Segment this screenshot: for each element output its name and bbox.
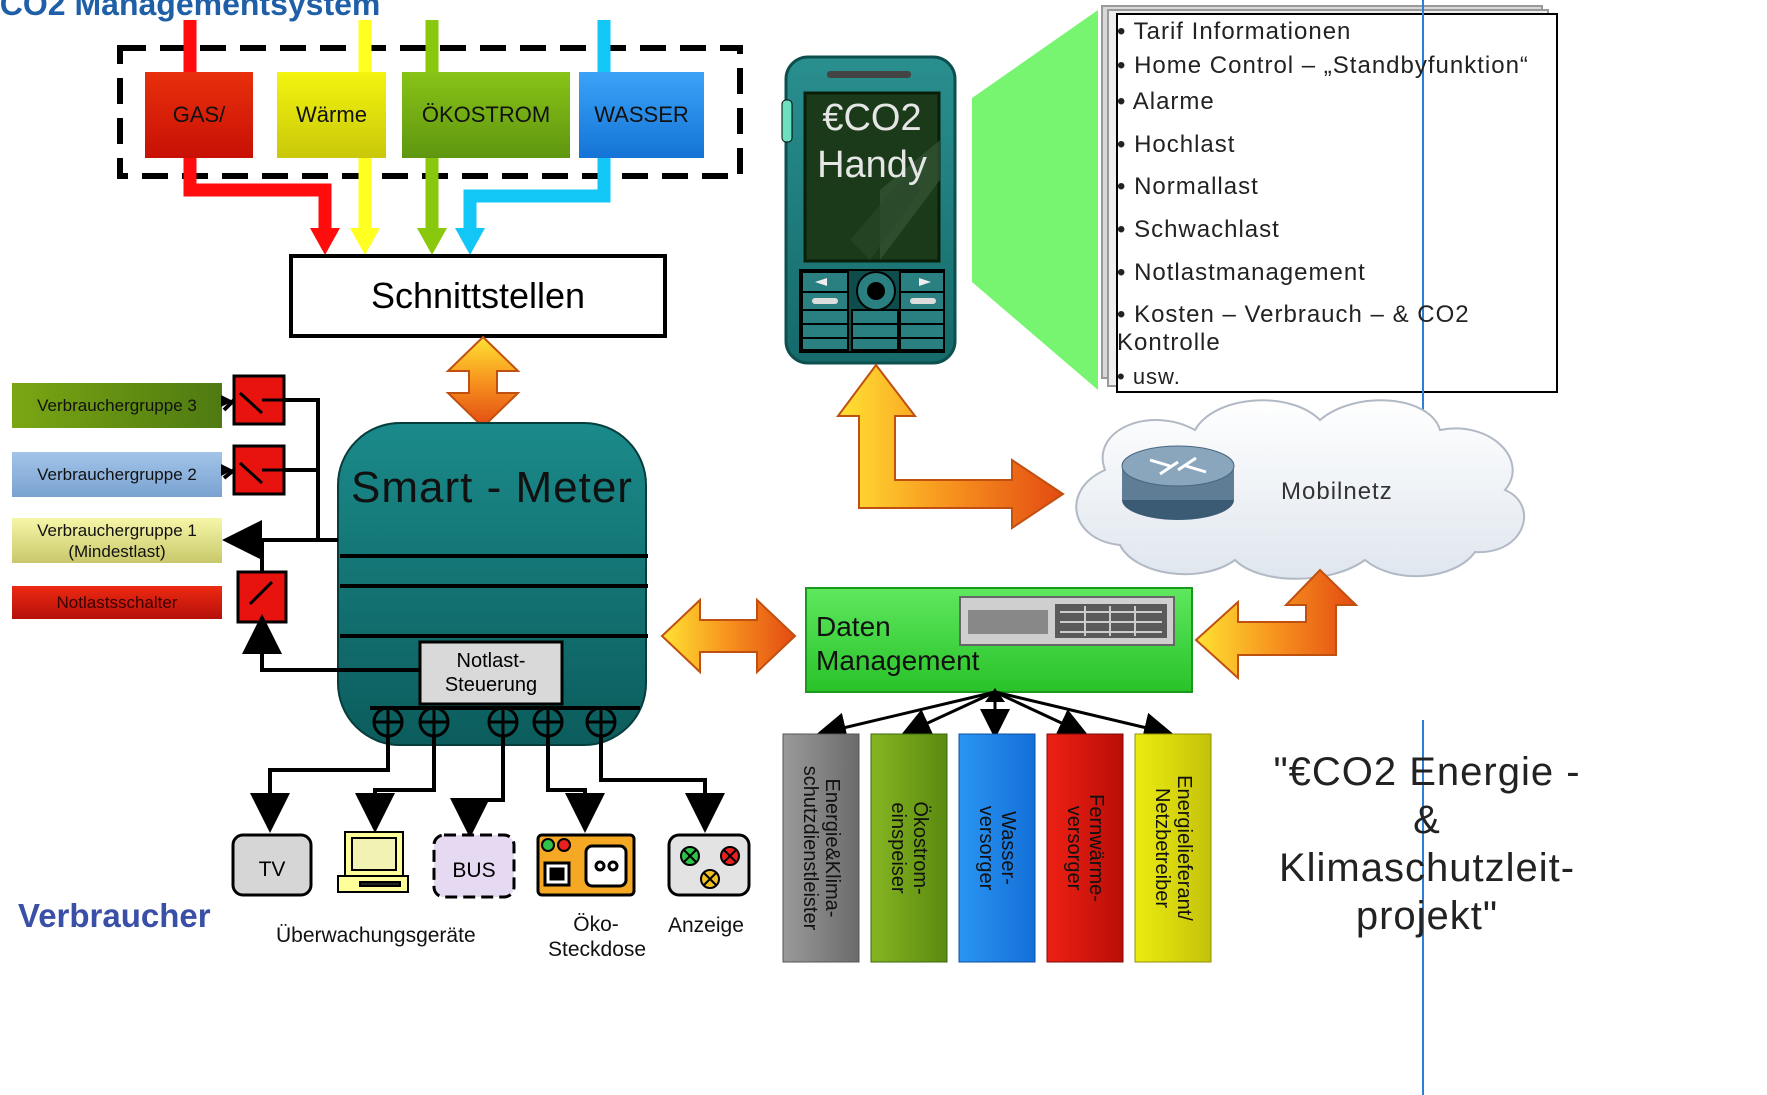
- eco-socket-device: [536, 833, 636, 897]
- consumer-group-3: Verbrauchergruppe 3: [37, 396, 197, 415]
- provider-3-label: Wasser- versorger: [975, 805, 1019, 891]
- switch-2: [232, 444, 286, 496]
- group-2-bar: [12, 452, 222, 497]
- provider-water: Wasser- versorger: [959, 734, 1035, 962]
- info-item-high-load: • Hochlast: [1117, 131, 1236, 158]
- heat-box: [277, 72, 386, 158]
- provider-box-5: [1134, 733, 1212, 963]
- provider-4-label: Fernwärme- versorger: [1063, 794, 1107, 902]
- provider-district-heating: Fernwärme- versorger: [1047, 734, 1123, 962]
- consumers-label: Verbraucher: [18, 897, 211, 934]
- mobile-network-label: Mobilnetz: [1281, 478, 1393, 505]
- provider-energy-supplier: Energielieferant/ Netzbetreiber: [1135, 734, 1211, 962]
- emergency-control-label: Notlast- Steuerung: [444, 650, 538, 696]
- page-title: €CO2 Managementsystem: [0, 0, 381, 22]
- eco-power-label: ÖKOSTROM: [421, 102, 551, 127]
- tv-device: [231, 833, 313, 897]
- consumer-group-2: Verbrauchergruppe 2: [37, 465, 197, 484]
- smart-meter-label: Smart - Meter: [351, 463, 633, 512]
- gas-label: GAS/: [172, 102, 226, 127]
- provider-box-3: [958, 733, 1036, 963]
- info-item-low-load: • Schwachlast: [1117, 216, 1280, 243]
- phone-device: [781, 55, 957, 365]
- data-management-label: Daten Management: [816, 611, 980, 676]
- provider-5-label: Energielieferant/ Netzbetreiber: [1151, 775, 1195, 921]
- display-device: [667, 833, 751, 897]
- monitoring-devices-label: Überwachungsgeräte: [276, 924, 476, 947]
- info-panel: [1116, 13, 1558, 393]
- info-item-home-control: • Home Control – „Standbyfunktion“: [1117, 52, 1529, 79]
- provider-eco-feeder: Ökostrom- einspeiser: [871, 734, 947, 962]
- group-3-bar: [12, 383, 222, 428]
- info-item-normal-load: • Normallast: [1117, 173, 1259, 200]
- switch-3: [232, 374, 286, 426]
- info-item-tariff: • Tarif Informationen: [1117, 18, 1352, 45]
- emergency-switch-bar: [12, 586, 222, 619]
- project-label: "€CO2 Energie - & Klimaschutzleit- proje…: [1273, 750, 1581, 938]
- group-1-bar: [12, 518, 222, 563]
- provider-box-1: [782, 733, 860, 963]
- bus-device: [432, 833, 516, 899]
- consumer-group-1: Verbrauchergruppe 1 (Mindestlast): [37, 520, 197, 561]
- water-label: WASSER: [594, 102, 689, 127]
- server-icon: [959, 596, 1175, 646]
- emergency-control-box: [418, 640, 564, 706]
- interfaces-box: [289, 254, 667, 338]
- phone-projection: [972, 10, 1098, 390]
- phone-network-arrow: [836, 363, 1065, 530]
- switch-emergency: [236, 570, 288, 624]
- provider-2-label: Ökostrom- einspeiser: [887, 801, 931, 895]
- bus-label: BUS: [452, 859, 496, 882]
- mobile-network-cloud: [1075, 399, 1525, 580]
- water-box: [579, 72, 704, 158]
- computer-device: [337, 831, 409, 893]
- meter-data-arrow: [660, 597, 797, 675]
- display-label: Anzeige: [668, 914, 744, 937]
- data-network-arrow: [1194, 568, 1359, 681]
- gas-box: [145, 72, 253, 158]
- info-item-cost-control: • Kosten – Verbrauch – & CO2 Kontrolle: [1117, 301, 1470, 356]
- interfaces-meter-arrow: [445, 335, 521, 429]
- eco-socket-label: Öko- Steckdose: [548, 913, 647, 961]
- tv-label: TV: [258, 858, 286, 881]
- phone-title-line1: €CO2: [822, 96, 922, 139]
- provider-1-label: Energie&Klima- schutzdienstleister: [799, 765, 843, 931]
- emergency-switch-label: Notlastsschalter: [56, 593, 178, 612]
- eco-box: [402, 72, 570, 158]
- info-item-etc: • usw.: [1117, 364, 1181, 389]
- info-item-emergency-management: • Notlastmanagement: [1117, 259, 1366, 286]
- info-item-alarms: • Alarme: [1117, 88, 1215, 115]
- provider-box-2: [870, 733, 948, 963]
- phone-title-line2: Handy: [817, 143, 927, 186]
- provider-energy-climate: Energie&Klima- schutzdienstleister: [783, 734, 859, 962]
- interfaces-label: Schnittstellen: [370, 275, 586, 316]
- heat-label: Wärme: [296, 102, 367, 127]
- provider-box-4: [1046, 733, 1124, 963]
